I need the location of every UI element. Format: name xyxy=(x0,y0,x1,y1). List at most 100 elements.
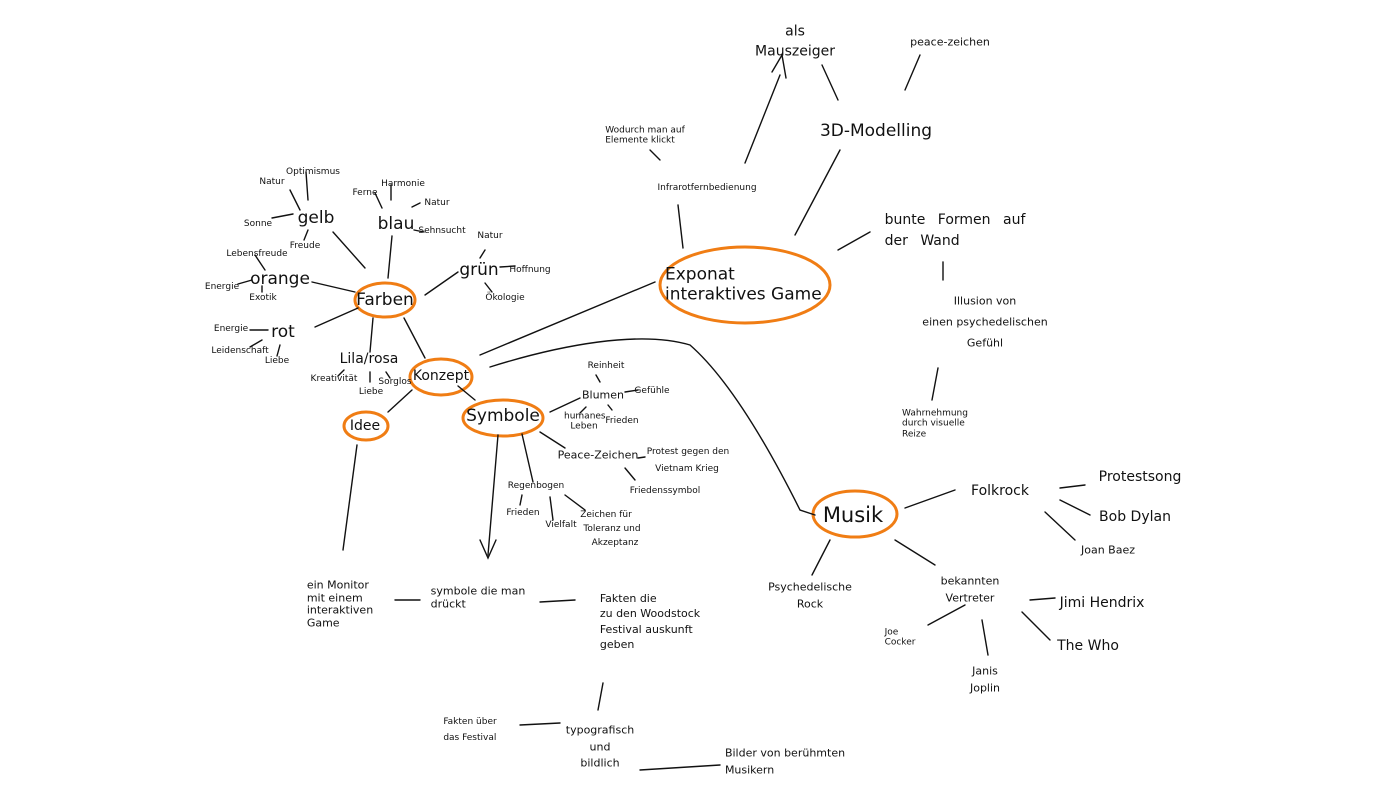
text-line: bunte Formen auf xyxy=(884,212,1026,228)
monitor-line: mit einem xyxy=(306,591,363,605)
node-idee: Idee xyxy=(349,417,381,434)
text-line: Festival auskunft xyxy=(599,623,693,636)
node-protest-1: Protest gegen den xyxy=(646,446,730,457)
node-musik: Musik xyxy=(822,502,884,527)
node-joe-cocker: Joe Cocker xyxy=(885,628,916,649)
text-line: Mauszeiger xyxy=(755,43,835,59)
text-line: der Wand xyxy=(884,233,960,249)
node-bunte-formen: bunte Formen auf der Wand xyxy=(885,210,1026,252)
node-blumen: Blumen xyxy=(581,388,625,402)
monitor-line: ein Monitor xyxy=(306,578,369,592)
node-toleranz-1: Zeichen für xyxy=(580,509,632,520)
node-konzept: Konzept xyxy=(412,367,470,384)
text-line: Psychedelische xyxy=(768,580,852,594)
node-bob-dylan: Bob Dylan xyxy=(1099,508,1171,525)
text-line: Vertreter xyxy=(945,591,995,604)
node-fakten-woodstock: Fakten die zu den Woodstock Festival aus… xyxy=(600,591,700,653)
text-line: einen psychedelischen xyxy=(922,315,1048,329)
text-line: symbole die man xyxy=(430,584,526,598)
node-reinheit: Reinheit xyxy=(587,360,625,371)
node-symbole-druecken: symbole die man drückt xyxy=(431,585,526,610)
text-line: Bilder von berühmten xyxy=(724,746,846,760)
text-line: zu den Woodstock xyxy=(599,607,701,621)
node-gelb: gelb xyxy=(297,208,335,229)
text-line: geben xyxy=(599,638,635,652)
text-line: und xyxy=(589,739,611,753)
node-regen-frieden: Frieden xyxy=(506,507,540,518)
node-symbole: Symbole xyxy=(466,406,540,427)
circle-exponat xyxy=(658,245,832,325)
node-infrarot: Infrarotfernbedienung xyxy=(657,182,757,193)
text-line: Elemente klickt xyxy=(605,136,675,146)
text-line: Joplin xyxy=(969,681,1001,694)
text-line: Wodurch man auf xyxy=(605,125,685,136)
node-mauszeiger: als Mauszeiger xyxy=(755,22,835,61)
node-kreativitaet: Kreativität xyxy=(310,373,358,384)
node-regenbogen: Regenbogen xyxy=(507,480,565,491)
node-toleranz-2: Toleranz und xyxy=(583,523,641,534)
node-joan-baez: Joan Baez xyxy=(1080,543,1136,557)
node-lila-liebe: Liebe xyxy=(358,386,384,397)
node-psychedelische-rock: Psychedelische Rock xyxy=(768,580,852,613)
node-toleranz-3: Akzeptanz xyxy=(591,537,639,548)
node-gelb-natur: Natur xyxy=(259,176,285,187)
node-gefuehle: Gefühle xyxy=(634,385,670,396)
text-line: typografisch xyxy=(565,723,635,737)
circle-farben xyxy=(353,281,417,319)
circle-idee xyxy=(342,410,390,442)
node-gruen-natur: Natur xyxy=(477,230,503,241)
node-freude: Freude xyxy=(289,240,321,251)
text-line: Reize xyxy=(902,429,927,440)
text-line: bekannten xyxy=(940,574,1000,588)
node-typografisch: typografisch und bildlich xyxy=(566,722,634,772)
node-peace-zeichen: Peace-Zeichen xyxy=(557,448,639,462)
node-vertreter: bekannten Vertreter xyxy=(941,574,1000,607)
text-line: Janis xyxy=(972,664,998,678)
text-line: das Festival xyxy=(443,733,497,743)
node-leidenschaft: Leidenschaft xyxy=(211,345,269,356)
node-blau: blau xyxy=(377,214,415,235)
node-farben: Farben xyxy=(356,290,414,311)
text-line: Musikern xyxy=(724,763,775,776)
circle-symbole xyxy=(461,398,545,438)
text-line: Fakten über xyxy=(443,716,497,727)
node-3d-modelling: 3D-Modelling xyxy=(819,121,933,142)
node-optimismus: Optimismus xyxy=(286,166,340,177)
text-line: Gefühl xyxy=(966,336,1004,350)
node-rot: rot xyxy=(271,322,295,343)
node-exponat: Exponat interaktives Game xyxy=(665,264,822,304)
node-lila-rosa: Lila/rosa xyxy=(339,350,399,367)
node-ferne: Ferne xyxy=(352,187,378,198)
node-bilder: Bilder von berühmten Musikern xyxy=(725,746,845,779)
node-protest-2: Vietnam Krieg xyxy=(655,463,719,474)
text-line: Joe xyxy=(884,627,899,638)
node-hoffnung: Hoffnung xyxy=(509,264,551,275)
node-rot-energie: Energie xyxy=(213,323,249,334)
node-sehnsucht: Sehnsucht xyxy=(418,225,466,236)
text-line: als xyxy=(785,23,805,40)
node-oekologie: Ökologie xyxy=(485,292,525,303)
text-line: Rock xyxy=(796,597,824,610)
node-the-who: The Who xyxy=(1057,637,1119,654)
node-blau-natur: Natur xyxy=(424,197,450,208)
node-monitor: ein Monitor mit einem interaktiven Game xyxy=(306,578,374,631)
node-lebensfreude: Lebensfreude xyxy=(226,248,288,259)
node-rot-liebe: Liebe xyxy=(264,355,290,366)
node-harmonie: Harmonie xyxy=(381,178,425,189)
node-sonne: Sonne xyxy=(243,218,273,229)
node-wodurch: Wodurch man auf Elemente klickt xyxy=(605,126,685,147)
node-gruen: grün xyxy=(459,260,499,281)
node-orange: orange xyxy=(250,269,310,290)
node-protestsong: Protestsong xyxy=(1098,468,1182,485)
node-humanes-leben: humanes Leben xyxy=(564,411,606,432)
node-friedenssymbol: Friedenssymbol xyxy=(629,485,701,496)
monitor-line: interaktiven xyxy=(306,604,374,617)
node-wahrnehmung: Wahrnehmung durch visuelle Reize xyxy=(902,408,968,439)
text-line: Illusion von xyxy=(953,294,1017,308)
circle-konzept xyxy=(408,357,474,397)
text-line: durch visuelle xyxy=(902,418,965,429)
text-line: bildlich xyxy=(580,756,620,770)
node-sorglos: Sorglos xyxy=(378,376,412,387)
